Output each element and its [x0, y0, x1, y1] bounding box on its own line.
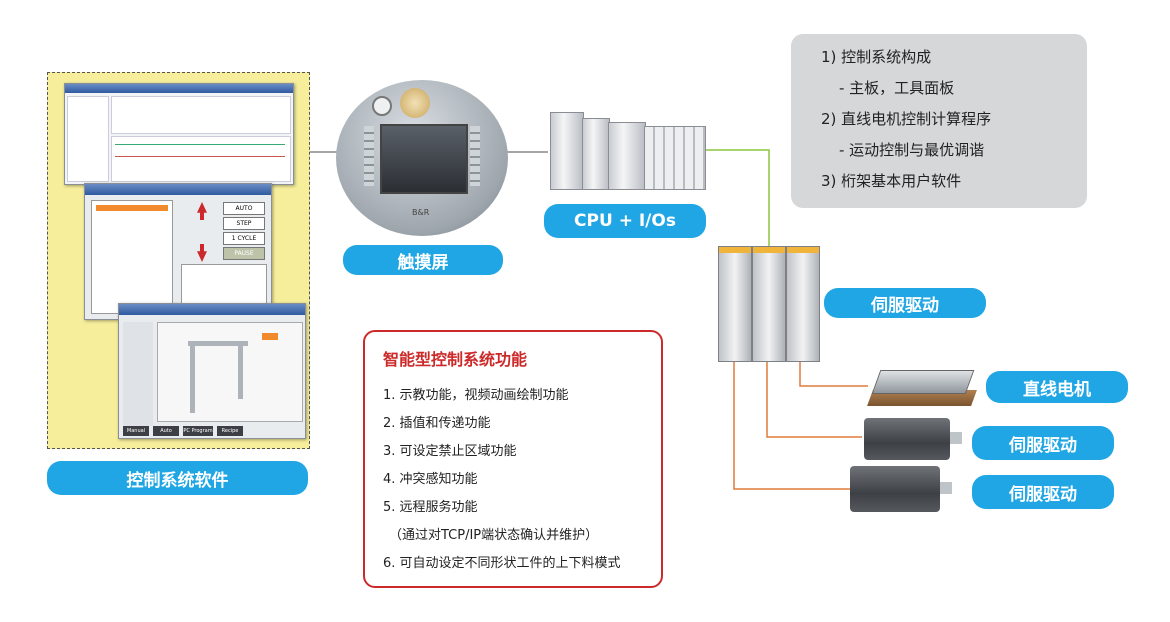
function-item: 2. 插值和传递功能 [383, 416, 491, 431]
info-line: - 运动控制与最优调谐 [839, 141, 985, 159]
function-item: 5. 远程服务功能 [383, 500, 478, 515]
linear-motor-label: 直线电机 [986, 371, 1128, 403]
line-servo-to-linear-motor [799, 362, 868, 387]
servo-drive-unit [718, 246, 820, 362]
line-servo-to-motor-2 [733, 362, 850, 490]
info-line: 3) 桁架基本用户软件 [821, 172, 962, 190]
ide-screenshot [64, 83, 294, 185]
function-item: 4. 冲突感知功能 [383, 472, 478, 487]
tab-pc-program[interactable]: PC Program [183, 426, 213, 436]
pendant-screen [380, 124, 468, 194]
servo-drive-2-label: 伺服驱动 [972, 475, 1114, 509]
linear-motor [866, 364, 978, 414]
tab-auto[interactable]: Auto [153, 426, 179, 436]
hmi-auto-screen: AUTO STEP 1 CYCLE PAUSE [84, 183, 272, 320]
tab-recipe[interactable]: Recipe [217, 426, 243, 436]
servo-motor-2 [850, 466, 952, 512]
cpu-io-modules [550, 112, 706, 190]
function-item: 6. 可自动设定不同形状工件的上下料模式 [383, 556, 621, 571]
info-line: - 主板，工具面板 [839, 79, 955, 97]
pendant-brand: B&R [412, 208, 430, 217]
info-line: 2) 直线电机控制计算程序 [821, 110, 992, 128]
functions-title: 智能型控制系统功能 [383, 350, 528, 369]
smart-control-functions-box: 智能型控制系统功能 1. 示教功能，视频动画绘制功能 2. 插值和传递功能 3.… [363, 330, 663, 588]
teach-pendant: B&R [336, 80, 508, 236]
step-button[interactable]: STEP [223, 217, 265, 230]
servo-motor-1 [864, 418, 962, 460]
system-composition-box: 1) 控制系统构成 - 主板，工具面板 2) 直线电机控制计算程序 - 运动控制… [791, 34, 1087, 208]
auto-button[interactable]: AUTO [223, 202, 265, 215]
servo-drive-1-label: 伺服驱动 [972, 426, 1114, 460]
line-cpu-to-servo [704, 149, 770, 247]
line-servo-to-motor-1 [766, 362, 862, 438]
key-switch [372, 96, 392, 116]
tab-manual[interactable]: Manual [123, 426, 149, 436]
hmi-manual-screen: Manual Auto PC Program Recipe [118, 303, 306, 439]
function-item: （通过对TCP/IP端状态确认并维护） [389, 528, 599, 543]
function-item: 1. 示教功能，视频动画绘制功能 [383, 388, 569, 403]
emergency-stop-button [400, 88, 430, 118]
touch-label: 触摸屏 [343, 245, 503, 275]
servo-drive-main-label: 伺服驱动 [824, 288, 986, 318]
pause-button[interactable]: PAUSE [223, 247, 265, 260]
info-line: 1) 控制系统构成 [821, 48, 932, 66]
function-item: 3. 可设定禁止区域功能 [383, 444, 517, 459]
one-cycle-button[interactable]: 1 CYCLE [223, 232, 265, 245]
software-label: 控制系统软件 [47, 461, 308, 495]
cpu-io-label: CPU + I/Os [544, 204, 706, 238]
software-screenshot-area: AUTO STEP 1 CYCLE PAUSE Manual Auto PC P… [47, 72, 310, 449]
